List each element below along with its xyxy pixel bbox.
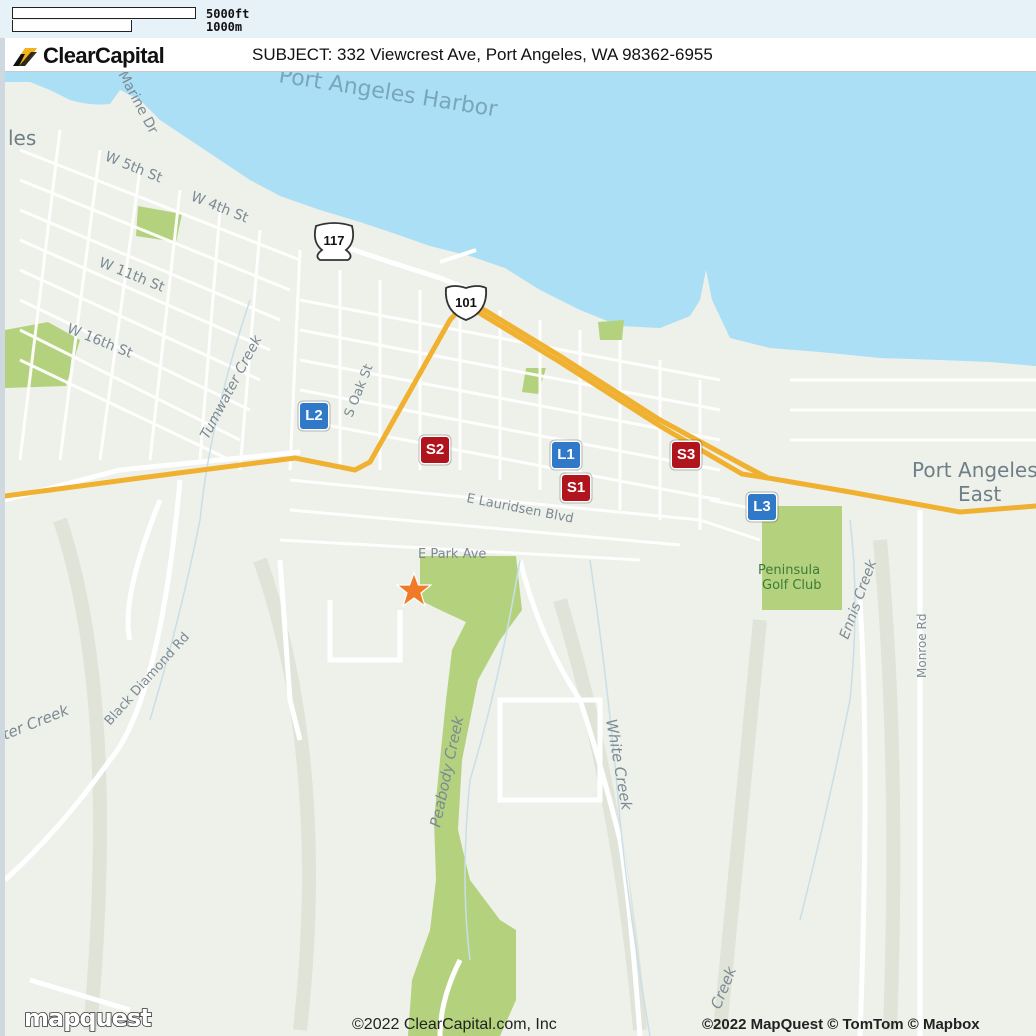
golf-label-2: Golf Club — [762, 578, 822, 593]
street-grid — [18, 129, 1036, 562]
mapquest-logo: mapquest — [23, 1003, 153, 1032]
city-fragment-label: les — [8, 126, 36, 150]
white-creek-label: White Creek — [602, 718, 636, 813]
w4th-label: W 4th St — [189, 189, 251, 227]
harbor-label: Port Angeles Harbor — [277, 71, 500, 123]
mapquest-logo-text: mapquest — [24, 1004, 151, 1032]
scale-bar-meters — [12, 20, 132, 32]
marker-s3[interactable]: S3 — [672, 442, 700, 468]
marker-s1[interactable]: S1 — [562, 475, 590, 501]
lauridsen-label: E Lauridsen Blvd — [465, 491, 574, 526]
park-ave-label: E Park Ave — [418, 547, 486, 562]
creek-left-label: ter Creek — [5, 700, 72, 743]
clearcapital-copyright: ©2022 ClearCapital.com, Inc — [352, 1016, 557, 1033]
hwy-117-shield: 117 — [310, 222, 358, 262]
basemap — [2, 71, 1036, 1036]
marker-s2[interactable]: S2 — [421, 437, 449, 463]
peabody-label: Peabody Creek — [426, 713, 467, 829]
subject-star-icon[interactable] — [395, 571, 433, 608]
map-copyright[interactable]: ©2022 MapQuest © TomTom © Mapbox — [702, 1016, 980, 1033]
scale-strip: 5000ft 1000m — [0, 0, 1036, 39]
s-oak-label: S Oak St — [342, 362, 377, 419]
creek-bottom-label: Creek — [707, 963, 741, 1012]
hwy-101-number: 101 — [455, 295, 477, 310]
w5th-label: W 5th St — [103, 149, 165, 187]
marker-l3[interactable]: L3 — [748, 494, 776, 520]
report-header: ClearCapital SUBJECT: 332 Viewcrest Ave,… — [5, 38, 1036, 72]
monroe-label: Monroe Rd — [915, 614, 929, 678]
marker-l2[interactable]: L2 — [300, 403, 328, 429]
marker-l1[interactable]: L1 — [552, 442, 580, 468]
scale-label-meters: 1000m — [206, 20, 243, 34]
hwy-117-number: 117 — [324, 233, 345, 248]
pa-east-label-1: Port Angeles — [912, 458, 1036, 482]
tumwater-label: Tumwater Creek — [197, 332, 265, 442]
pa-east-label-2: East — [958, 482, 1001, 506]
w11th-label: W 11th St — [97, 255, 168, 296]
golf-label-1: Peninsula — [758, 563, 820, 578]
map-labels: Port Angeles Harbor les Marine Dr W 5th … — [5, 71, 1036, 1012]
harbor-water — [5, 71, 1036, 366]
ennis-label: Ennis Creek — [837, 557, 881, 641]
w16th-label: W 16th St — [65, 321, 136, 362]
subject-address: SUBJECT: 332 Viewcrest Ave, Port Angeles… — [252, 45, 713, 64]
hwy-101-shield: 101 — [442, 282, 490, 322]
creeks — [149, 299, 856, 1036]
marine-dr-label: Marine Dr — [114, 71, 161, 137]
local-roads — [3, 449, 923, 1036]
scale-bar-feet — [12, 7, 196, 19]
scale-label-feet: 5000ft — [206, 7, 250, 21]
highway-101 — [2, 297, 1036, 515]
black-diamond-label: Black Diamond Rd — [102, 630, 193, 729]
map-canvas[interactable]: Port Angeles Harbor les Marine Dr W 5th … — [2, 71, 1036, 1036]
left-border — [0, 38, 5, 1036]
clearcapital-logo-icon — [13, 48, 37, 66]
brand-name: ClearCapital — [43, 43, 165, 68]
